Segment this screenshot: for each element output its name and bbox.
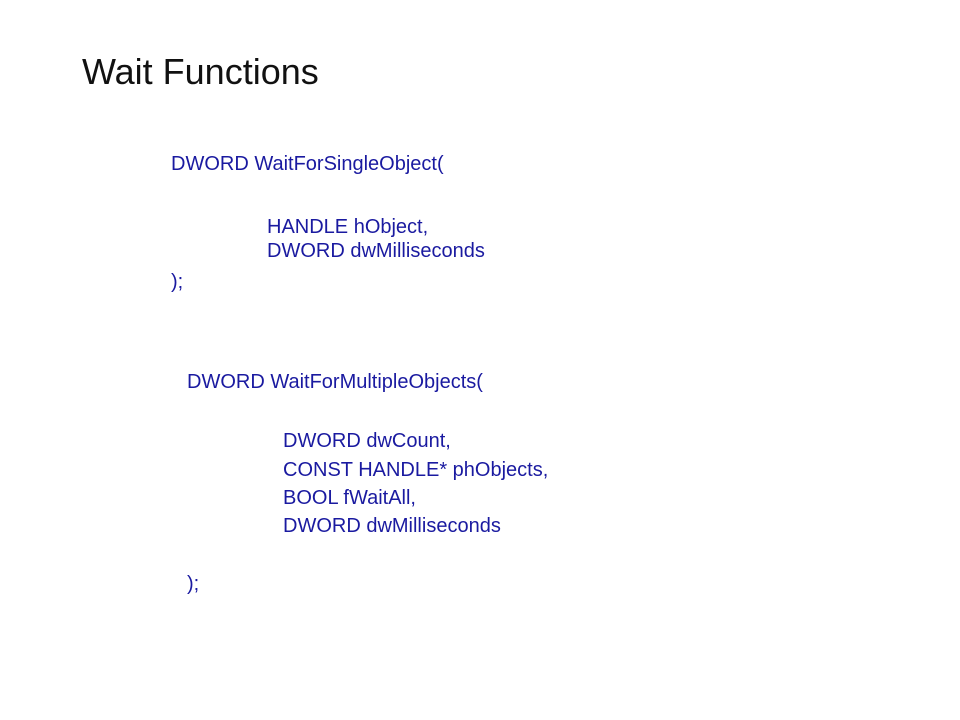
multiple-param-phobjects: CONST HANDLE* phObjects, — [283, 459, 549, 481]
single-signature: DWORD WaitForSingleObject( — [171, 153, 444, 175]
single-param-dwmilliseconds: DWORD dwMilliseconds — [267, 240, 485, 262]
slide-title: Wait Functions — [82, 51, 319, 92]
single-close: ); — [171, 271, 184, 293]
multiple-close: ); — [187, 573, 200, 595]
multiple-param-dwmilliseconds: DWORD dwMilliseconds — [283, 515, 501, 537]
single-param-hobject: HANDLE hObject, — [267, 216, 429, 238]
multiple-param-fwaitall: BOOL fWaitAll, — [283, 487, 416, 509]
multiple-signature: DWORD WaitForMultipleObjects( — [187, 371, 483, 393]
multiple-param-dwcount: DWORD dwCount, — [283, 430, 451, 452]
